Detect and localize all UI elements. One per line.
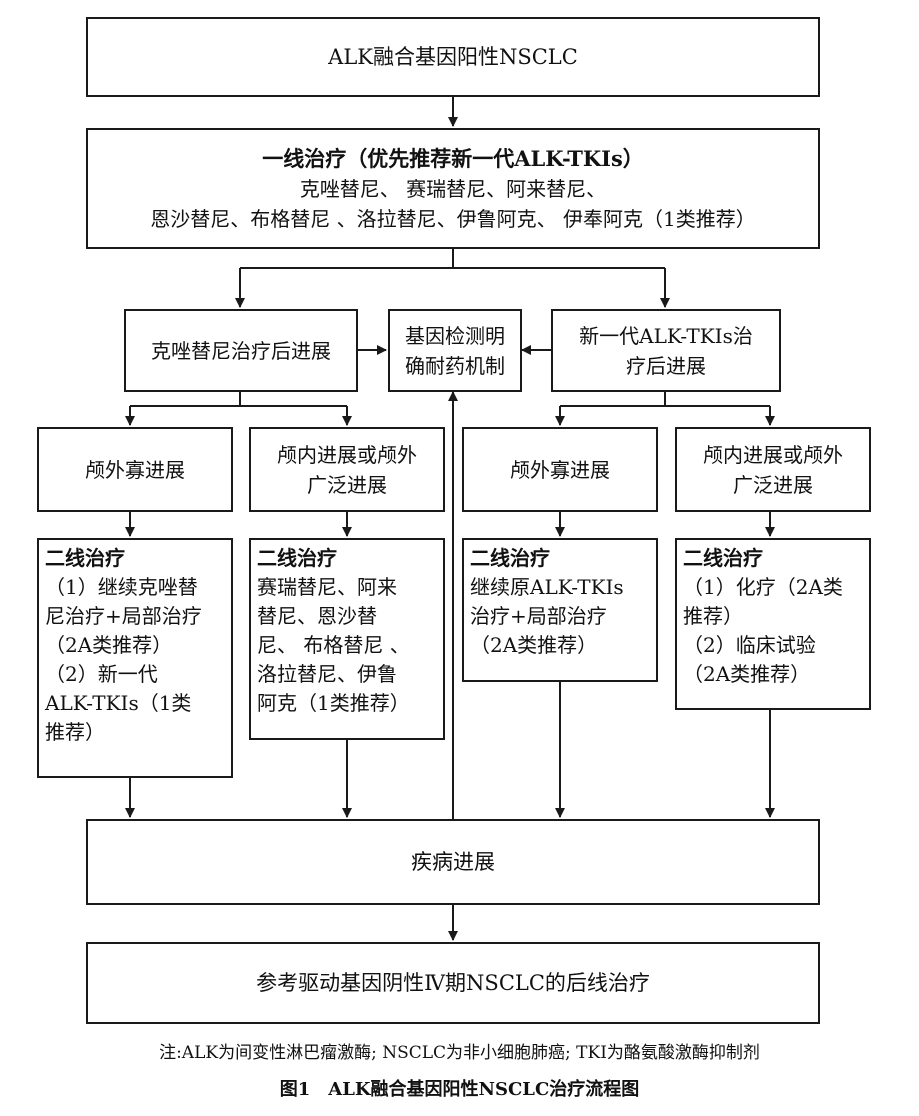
- box-extracranial-oligo-2: 颅外寡进展: [462, 427, 658, 512]
- box-second-line-1: 二线治疗 （1）继续克唑替 尼治疗+局部治疗 （2A类推荐） （2）新一代 AL…: [37, 538, 233, 778]
- first-line-title: 一线治疗（优先推荐新一代ALK-TKIs）: [262, 145, 644, 171]
- gene-test-line-2: 确耐药机制: [405, 353, 505, 378]
- second-line-4-title: 二线治疗: [683, 546, 763, 570]
- later-line-therapy-label: 参考驱动基因阴性Ⅳ期NSCLC的后线治疗: [256, 970, 650, 995]
- extracranial-oligo-1-label: 颅外寡进展: [85, 457, 185, 482]
- second-line-2-text: 洛拉替尼、伊鲁: [257, 662, 397, 686]
- box-extracranial-oligo-1: 颅外寡进展: [37, 427, 233, 512]
- gene-test-line-1: 基因检测明: [405, 323, 505, 348]
- second-line-4-text: （2）临床试验: [683, 633, 816, 657]
- second-line-1-text: （1）继续克唑替: [45, 575, 198, 599]
- intracranial-1-line-2: 广泛进展: [307, 472, 387, 497]
- box-gene-test: 基因检测明 确耐药机制: [388, 309, 522, 392]
- intracranial-1-line-1: 颅内进展或颅外: [277, 442, 417, 467]
- second-line-1-text: ALK-TKIs（1类: [45, 691, 192, 715]
- box-intracranial-1: 颅内进展或颅外 广泛进展: [249, 427, 445, 512]
- second-line-2-text: 赛瑞替尼、阿来: [257, 575, 397, 599]
- box-alk-positive: ALK融合基因阳性NSCLC: [86, 17, 820, 97]
- second-line-2-text: 阿克（1类推荐）: [257, 691, 410, 715]
- box-intracranial-2: 颅内进展或颅外 广泛进展: [675, 427, 871, 512]
- second-line-3-title: 二线治疗: [470, 546, 550, 570]
- box-disease-progression: 疾病进展: [86, 819, 820, 905]
- second-line-4-text: （2A类推荐）: [683, 662, 811, 686]
- newgen-progression-line-2: 疗后进展: [626, 353, 706, 378]
- box-later-line-therapy: 参考驱动基因阴性Ⅳ期NSCLC的后线治疗: [86, 942, 820, 1024]
- disease-progression-label: 疾病进展: [411, 849, 495, 874]
- second-line-2-text: 尼、 布格替尼 、: [257, 633, 410, 657]
- second-line-3-text: 继续原ALK-TKIs: [470, 575, 624, 599]
- first-line-drugs-2: 恩沙替尼、布格替尼 、洛拉替尼、伊鲁阿克、 伊奉阿克（1类推荐）: [150, 206, 756, 231]
- first-line-drugs-1: 克唑替尼、 赛瑞替尼、阿来替尼、: [299, 176, 607, 201]
- second-line-4-text: （1）化疗（2A类: [683, 575, 843, 599]
- second-line-1-title: 二线治疗: [45, 546, 125, 570]
- box-newgen-progression: 新一代ALK-TKIs治 疗后进展: [551, 309, 781, 392]
- box-first-line-therapy: 一线治疗（优先推荐新一代ALK-TKIs） 克唑替尼、 赛瑞替尼、阿来替尼、 恩…: [86, 128, 820, 249]
- second-line-1-text: （2A类推荐）: [45, 633, 173, 657]
- box-crizotinib-progression: 克唑替尼治疗后进展: [124, 309, 358, 392]
- second-line-1-text: 尼治疗+局部治疗: [45, 604, 202, 628]
- second-line-1-text: 推荐）: [45, 720, 105, 744]
- crizotinib-progression-label: 克唑替尼治疗后进展: [151, 338, 331, 363]
- box-alk-positive-label: ALK融合基因阳性NSCLC: [328, 44, 578, 69]
- extracranial-oligo-2-label: 颅外寡进展: [510, 457, 610, 482]
- figure-note: 注:ALK为间变性淋巴瘤激酶; NSCLC为非小细胞肺癌; TKI为酪氨酸激酶抑…: [159, 1043, 760, 1063]
- intracranial-2-line-2: 广泛进展: [733, 472, 813, 497]
- box-second-line-2: 二线治疗 赛瑞替尼、阿来 替尼、恩沙替 尼、 布格替尼 、 洛拉替尼、伊鲁 阿克…: [249, 538, 445, 740]
- second-line-3-text: （2A类推荐）: [470, 633, 598, 657]
- box-second-line-3: 二线治疗 继续原ALK-TKIs 治疗+局部治疗 （2A类推荐）: [462, 538, 658, 682]
- intracranial-2-line-1: 颅内进展或颅外: [703, 442, 843, 467]
- second-line-2-title: 二线治疗: [257, 546, 337, 570]
- second-line-1-text: （2）新一代: [45, 662, 158, 686]
- figure-caption: 图1 ALK融合基因阳性NSCLC治疗流程图: [279, 1079, 640, 1100]
- newgen-progression-line-1: 新一代ALK-TKIs治: [579, 323, 753, 348]
- second-line-3-text: 治疗+局部治疗: [470, 604, 607, 628]
- second-line-4-text: 推荐）: [683, 604, 743, 628]
- box-second-line-4: 二线治疗 （1）化疗（2A类 推荐） （2）临床试验 （2A类推荐）: [675, 538, 871, 710]
- second-line-2-text: 替尼、恩沙替: [257, 604, 377, 628]
